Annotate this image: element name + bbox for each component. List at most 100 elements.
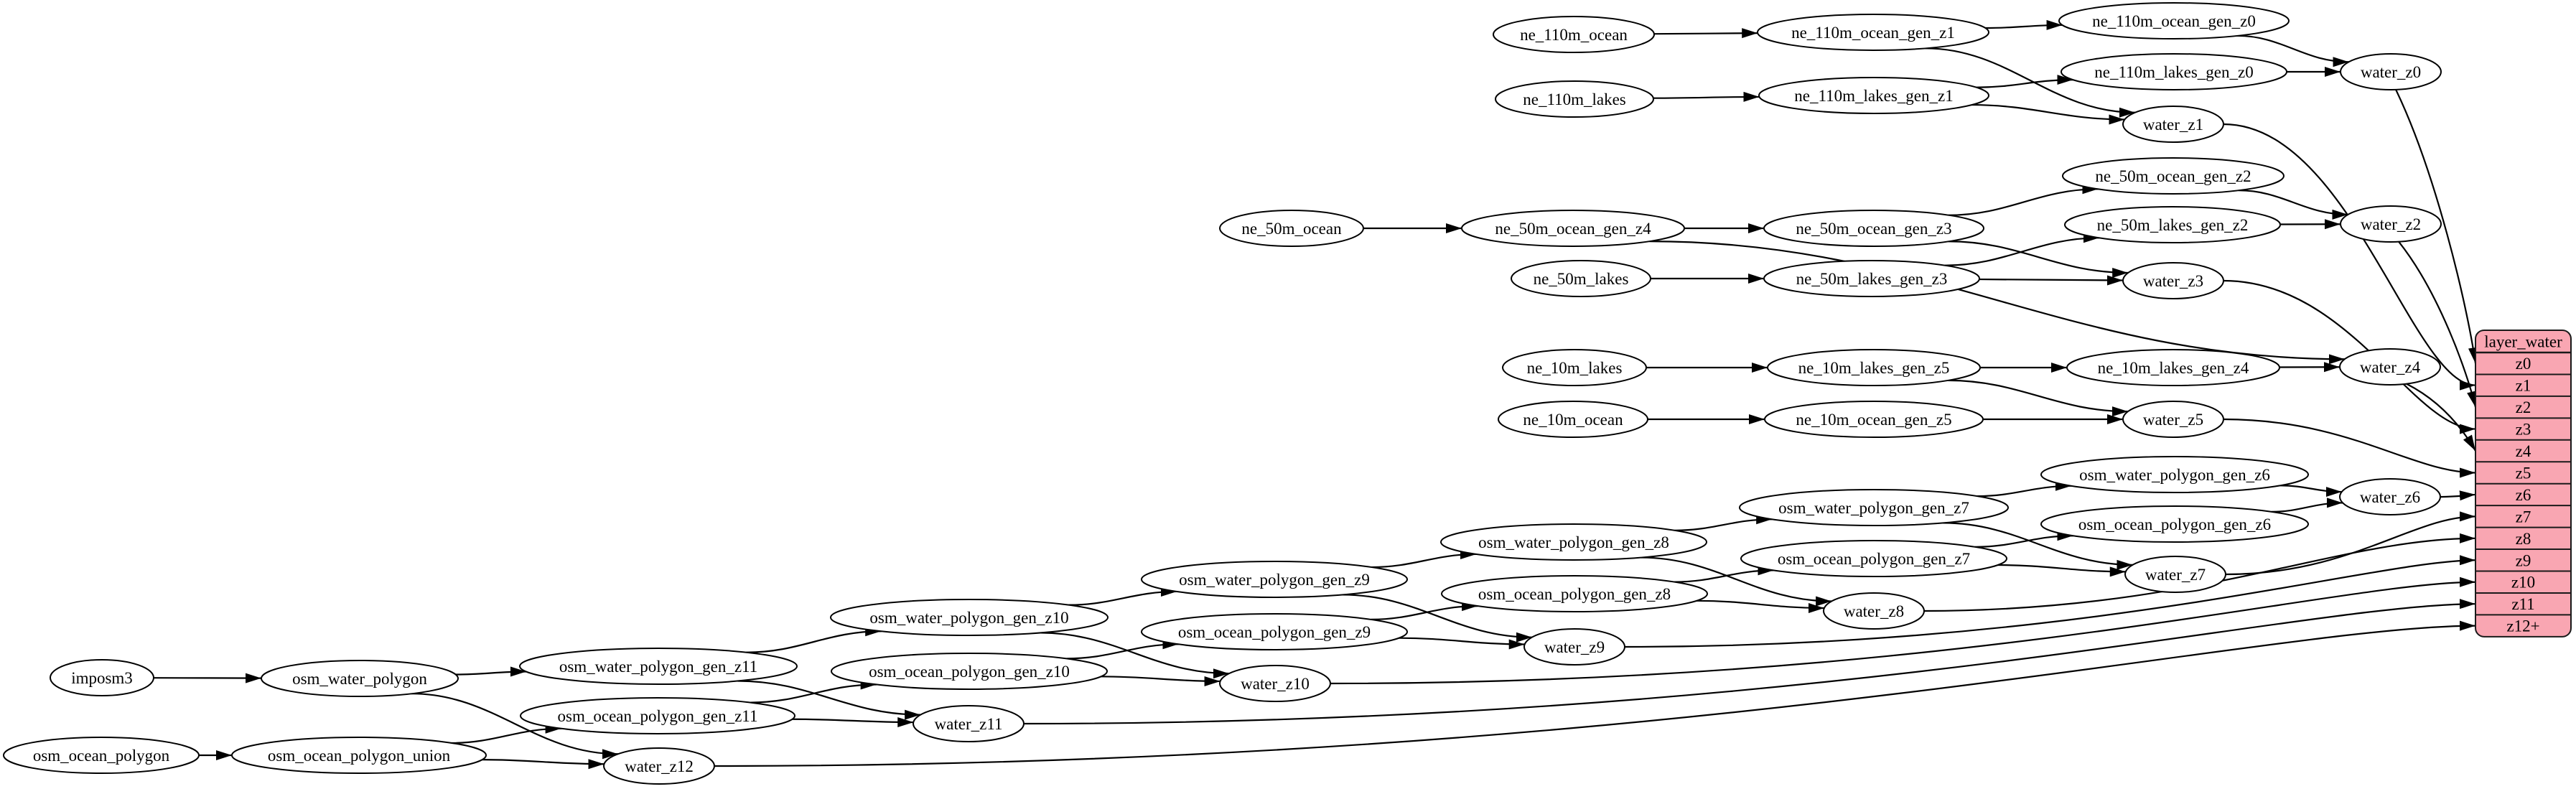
table-row-z4: z4 xyxy=(2475,439,2571,460)
node-ellipse xyxy=(2339,348,2441,386)
table-row-z12+: z12+ xyxy=(2475,614,2571,635)
node-label: ne_50m_ocean_gen_z3 xyxy=(1796,220,1951,238)
node-label: ne_110m_lakes_gen_z1 xyxy=(1794,87,1953,105)
node-ne_110m_ocean_gen_z0: ne_110m_ocean_gen_z0 xyxy=(2058,2,2290,39)
edge-water_z9-to-row-z9 xyxy=(1623,555,2477,648)
node-label: ne_50m_lakes_gen_z3 xyxy=(1796,270,1948,288)
edge-water_z1-to-row-z1 xyxy=(2222,123,2477,391)
node-ellipse xyxy=(1498,401,1648,438)
edge-ne_110m_lakes-to-ne_110m_lakes_gen_z1 xyxy=(1652,91,1760,102)
edge-ne_110m_lakes_gen_z1-to-water_z1 xyxy=(1971,103,2126,125)
row-label: z5 xyxy=(2516,464,2531,482)
node-label: osm_water_polygon_gen_z9 xyxy=(1179,571,1370,589)
node-water_z1: water_z1 xyxy=(2122,106,2224,143)
node-label: osm_ocean_polygon_union xyxy=(268,747,451,765)
node-label: ne_110m_ocean xyxy=(1520,26,1628,44)
node-ellipse xyxy=(2058,2,2290,39)
row-label: z1 xyxy=(2516,377,2531,395)
node-ellipse xyxy=(2066,349,2280,386)
node-ellipse xyxy=(2061,53,2287,90)
node-ellipse xyxy=(1758,77,1989,114)
node-label: osm_water_polygon_gen_z7 xyxy=(1778,499,1969,517)
node-ellipse xyxy=(2040,505,2309,543)
node-osm_water_polygon: osm_water_polygon xyxy=(261,660,459,697)
node-water_z6: water_z6 xyxy=(2339,478,2441,515)
node-ellipse xyxy=(1440,523,1707,561)
edge-water_z11-to-row-z11 xyxy=(1022,599,2477,725)
node-label: osm_ocean_polygon_gen_z9 xyxy=(1178,623,1371,641)
node-ellipse xyxy=(1493,16,1655,53)
node-ne_50m_lakes: ne_50m_lakes xyxy=(1511,260,1651,297)
node-ellipse xyxy=(2124,556,2226,593)
node-label: osm_water_polygon_gen_z11 xyxy=(559,658,757,676)
row-label: z8 xyxy=(2516,530,2531,548)
node-water_z12: water_z12 xyxy=(603,747,715,785)
edge-ne_10m_lakes_gen_z5-to-water_z5 xyxy=(1947,379,2129,417)
node-ellipse xyxy=(2062,157,2285,195)
node-ellipse xyxy=(261,660,459,697)
node-label: water_z12 xyxy=(625,757,694,775)
node-label: ne_110m_lakes xyxy=(1523,90,1626,108)
node-ellipse xyxy=(1764,401,1984,438)
node-ellipse xyxy=(603,747,715,785)
node-ellipse xyxy=(1219,210,1364,247)
node-water_z0: water_z0 xyxy=(2340,53,2442,90)
edge-ne_50m_ocean_gen_z3-to-ne_50m_ocean_gen_z2 xyxy=(1948,184,2099,216)
edge-osm_water_polygon-to-osm_water_polygon_gen_z11 xyxy=(454,666,528,677)
node-ellipse xyxy=(1739,489,2009,526)
node-ellipse xyxy=(1763,210,1984,247)
node-ellipse xyxy=(50,659,154,696)
edge-water_z4-to-row-z4 xyxy=(2405,383,2477,452)
node-ellipse xyxy=(2340,205,2442,243)
node-osm_water_polygon_gen_z11: osm_water_polygon_gen_z11 xyxy=(519,648,798,685)
node-label: osm_ocean_polygon_gen_z11 xyxy=(558,707,758,725)
table-row-z11: z11 xyxy=(2475,592,2571,613)
edge-osm_water_polygon_gen_z11-to-osm_water_polygon_gen_z10 xyxy=(745,626,882,653)
node-osm_ocean_polygon_gen_z6: osm_ocean_polygon_gen_z6 xyxy=(2040,505,2309,543)
edges-layer xyxy=(152,19,2478,770)
row-label: z10 xyxy=(2511,574,2535,592)
node-water_z7: water_z7 xyxy=(2124,556,2226,593)
node-ellipse xyxy=(2122,401,2224,438)
node-osm_water_polygon_gen_z7: osm_water_polygon_gen_z7 xyxy=(1739,489,2009,526)
edge-ne_50m_lakes_gen_z3-to-ne_50m_lakes_gen_z2 xyxy=(1944,233,2100,266)
node-label: water_z1 xyxy=(2143,116,2203,134)
node-ellipse xyxy=(913,705,1025,742)
node-ellipse xyxy=(1141,613,1408,650)
node-osm_water_polygon_gen_z6: osm_water_polygon_gen_z6 xyxy=(2040,456,2309,493)
node-label: water_z7 xyxy=(2145,566,2206,584)
edge-water_z6-to-row-z6 xyxy=(2439,490,2477,501)
node-ellipse xyxy=(1219,665,1331,702)
edge-osm_water_polygon-to-water_z12 xyxy=(411,693,619,760)
node-ellipse xyxy=(2339,478,2441,515)
edge-osm_ocean_polygon_gen_z11-to-osm_ocean_polygon_gen_z10 xyxy=(749,679,877,704)
row-label: z7 xyxy=(2516,508,2531,526)
node-label: ne_50m_ocean_gen_z4 xyxy=(1495,220,1651,238)
node-label: water_z4 xyxy=(2360,358,2421,376)
node-ellipse xyxy=(2040,456,2309,493)
table-row-z7: z7 xyxy=(2475,505,2571,526)
node-ne_110m_lakes_gen_z0: ne_110m_lakes_gen_z0 xyxy=(2061,53,2287,90)
node-osm_water_polygon_gen_z9: osm_water_polygon_gen_z9 xyxy=(1141,561,1408,598)
node-ellipse xyxy=(1740,540,2007,577)
row-label: z2 xyxy=(2516,398,2531,416)
edge-ne_110m_ocean-to-ne_110m_ocean_gen_z1 xyxy=(1653,28,1759,39)
node-label: ne_50m_lakes xyxy=(1534,270,1629,288)
node-ellipse xyxy=(1511,260,1651,297)
node-water_z5: water_z5 xyxy=(2122,401,2224,438)
node-ne_50m_ocean_gen_z2: ne_50m_ocean_gen_z2 xyxy=(2062,157,2285,195)
edge-water_z12-to-row-z12+ xyxy=(713,620,2477,767)
node-ellipse xyxy=(831,653,1108,690)
node-label: osm_ocean_polygon_gen_z10 xyxy=(869,663,1070,681)
node-ne_50m_ocean: ne_50m_ocean xyxy=(1219,210,1364,247)
edge-ne_110m_lakes_gen_z1-to-ne_110m_lakes_gen_z0 xyxy=(1975,75,2074,88)
node-ellipse xyxy=(830,599,1109,636)
node-ne_110m_ocean_gen_z1: ne_110m_ocean_gen_z1 xyxy=(1757,14,1989,51)
node-ellipse xyxy=(1441,575,1708,612)
edge-water_z10-to-row-z10 xyxy=(1329,576,2477,685)
node-label: ne_50m_ocean xyxy=(1241,220,1342,238)
node-label: osm_ocean_polygon xyxy=(33,747,170,765)
node-ellipse xyxy=(2340,53,2442,90)
node-label: ne_110m_ocean_gen_z0 xyxy=(2092,12,2256,30)
node-osm_ocean_polygon_union: osm_ocean_polygon_union xyxy=(231,737,487,774)
